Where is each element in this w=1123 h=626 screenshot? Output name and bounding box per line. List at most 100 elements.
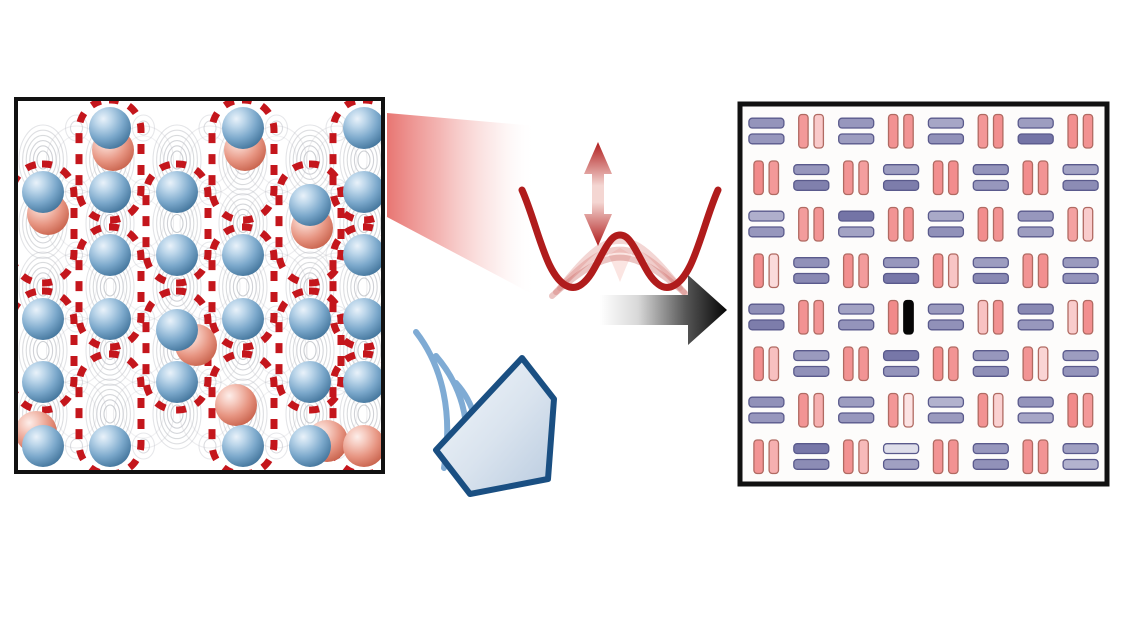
dipole-bar-horizontal (882, 350, 920, 362)
dipole-bar-horizontal (927, 210, 965, 222)
contour-lobe (55, 325, 98, 376)
dipole-bar-horizontal (838, 133, 875, 145)
dipole-bar-vertical (1037, 439, 1049, 475)
lattice-atom-blue (22, 361, 64, 403)
dipole-bar-horizontal (748, 210, 785, 222)
dipole-bar-horizontal (972, 179, 1009, 191)
dipole-bar-vertical (1082, 206, 1094, 242)
lattice-atom-blue (222, 298, 264, 340)
dipole-bar-vertical (887, 299, 899, 335)
contour-ring (296, 140, 324, 180)
contour-ring-interstitial (264, 432, 289, 460)
domain-outline (275, 287, 345, 414)
dipole-bar-vertical (992, 299, 1004, 335)
contour-ring (36, 150, 50, 170)
dipole-bar-horizontal (748, 117, 785, 129)
contour-ring (36, 277, 50, 297)
dipole-bar-horizontal (927, 133, 965, 145)
contour-ring (170, 150, 184, 170)
dipole-bar-horizontal (972, 257, 1009, 269)
switch-arrow-shape (584, 142, 612, 246)
dipole-bar-vertical (932, 253, 944, 289)
lattice-atom-blue (289, 298, 331, 340)
dipole-bar-horizontal (793, 272, 830, 284)
dipole-bar-vertical (932, 346, 944, 382)
lattice-panel-background (16, 99, 383, 472)
lattice-atom-red (343, 425, 383, 467)
dipole-bar-horizontal (882, 443, 920, 455)
dipole-bar-vertical (768, 439, 780, 475)
dipole-bar-horizontal (882, 257, 920, 269)
contour-lobe (306, 125, 368, 195)
dipole-bar-horizontal (793, 350, 830, 362)
contour-ring-interstitial (131, 114, 156, 142)
magnification-cone-shape (387, 113, 536, 296)
dipole-bar-horizontal (793, 164, 830, 176)
dipole-bar-horizontal (748, 319, 785, 331)
dipole-bar-horizontal (838, 396, 875, 408)
dipole-bar-vertical (813, 206, 825, 242)
dipole-bar-vertical (977, 113, 989, 149)
lattice-atom-blue (289, 361, 331, 403)
contour-ring (303, 277, 317, 297)
dipole-bar-horizontal (1062, 257, 1099, 269)
contour-ring-interstitial (264, 114, 289, 142)
domain-panel-background (740, 104, 1107, 484)
dipole-bar-vertical (947, 160, 959, 196)
domain-cells-group (748, 113, 1099, 475)
dipole-bar-horizontal (1017, 412, 1054, 424)
lattice-atom-blue (156, 309, 198, 351)
dipole-bar-horizontal (972, 365, 1009, 377)
domain-outline (329, 223, 383, 351)
dipole-bar-vertical (1022, 253, 1034, 289)
dipole-bar-vertical (1067, 299, 1079, 335)
lattice-atom-blue (222, 107, 264, 149)
dipole-bar-vertical (842, 253, 854, 289)
lattice-atom-red (215, 384, 257, 426)
domain-map-panel[interactable] (737, 101, 1110, 487)
dipole-bar-vertical (1037, 346, 1049, 382)
dipole-bar-vertical (992, 392, 1004, 428)
lattice-atom-blue (343, 107, 383, 149)
dipole-bar-horizontal (882, 164, 920, 176)
contour-lobe (255, 262, 298, 312)
contour-ring-interstitial (131, 432, 156, 460)
contour-ring (299, 145, 321, 175)
dipole-bar-vertical (887, 206, 899, 242)
dipole-bar-horizontal (927, 412, 965, 424)
domain-outline (208, 223, 278, 351)
acoustic-source-speaker[interactable] (413, 329, 557, 497)
dipole-bar-horizontal (1062, 365, 1099, 377)
lattice-atom-blue (222, 425, 264, 467)
dipole-bar-vertical (887, 392, 899, 428)
lattice-atom-blue (289, 184, 331, 226)
domain-outline (275, 160, 345, 287)
dipole-bar-horizontal (838, 226, 875, 238)
dipole-bar-vertical (798, 113, 809, 149)
lattice-atom-blue (343, 171, 383, 213)
contour-ring (303, 150, 317, 170)
dipole-bar-horizontal (882, 458, 920, 470)
dipole-bar-horizontal (882, 365, 920, 377)
dipole-bar-vertical (753, 346, 764, 382)
contour-ring (236, 340, 250, 361)
dipole-bar-horizontal (1062, 164, 1099, 176)
contour-lobe (306, 252, 368, 322)
dipole-bar-horizontal (1017, 133, 1054, 145)
dipole-bar-vertical (947, 346, 959, 382)
dipole-bar-vertical (858, 439, 869, 475)
dipole-bar-horizontal (838, 412, 875, 424)
dipole-bar-horizontal (972, 164, 1009, 176)
dipole-bar-horizontal (748, 412, 785, 424)
dipole-bar-vertical (1082, 113, 1094, 149)
dipole-bar-vertical (768, 346, 780, 382)
well-ghost-shade (592, 248, 648, 282)
crystal-lattice-panel[interactable] (12, 97, 395, 474)
dipole-bar-horizontal (1017, 319, 1054, 331)
well-main-curve (518, 186, 722, 291)
dipole-bar-vertical (977, 299, 989, 335)
dipole-bar-vertical (842, 439, 854, 475)
pinned-domain-bar (903, 299, 914, 335)
dipole-bar-vertical (813, 392, 825, 428)
